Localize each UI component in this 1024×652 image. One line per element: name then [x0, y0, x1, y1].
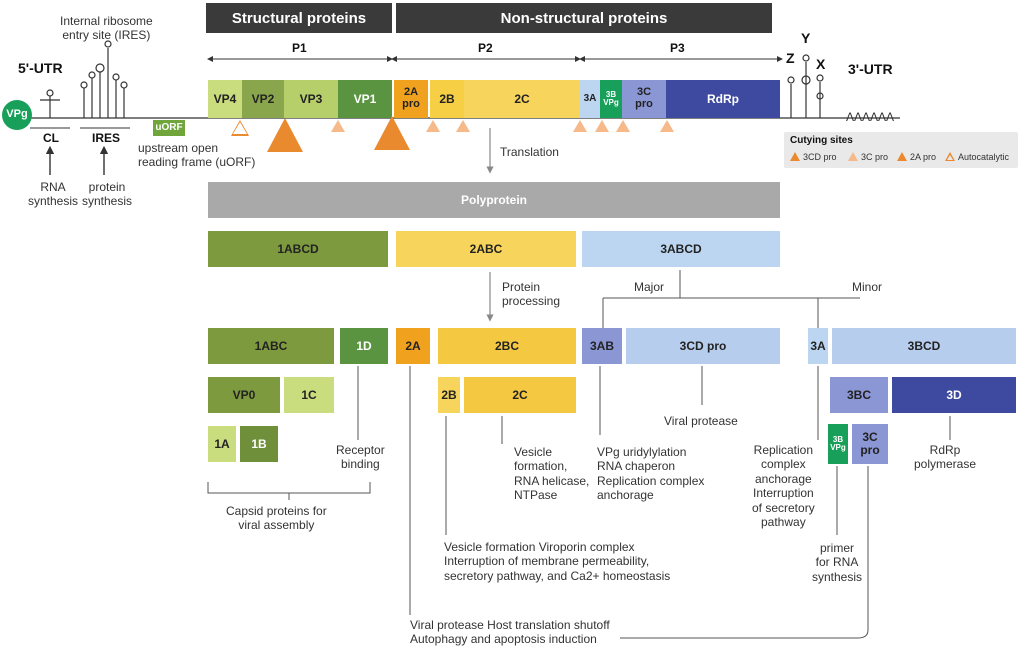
gene-3b-vpg: 3B VPg	[600, 80, 622, 118]
gene-rdrp: RdRp	[666, 80, 780, 118]
product-2a: 2A	[396, 328, 430, 364]
processing-label: Protein processing	[502, 280, 561, 309]
cleavage-autocatalytic-inner	[233, 122, 247, 134]
polyprotein-bar: Polyprotein	[208, 182, 780, 218]
legend-3c-icon	[848, 152, 858, 161]
x-label: X	[816, 56, 826, 72]
product-1d: 1D	[340, 328, 388, 364]
translation-label: Translation	[500, 145, 559, 159]
region-p1: P1	[292, 41, 307, 55]
3cd-function-label: Viral protease	[664, 414, 738, 428]
utr3-label: 3'-UTR	[848, 61, 893, 77]
precursor-1abcd: 1ABCD	[208, 231, 388, 267]
cleavage-3c-icon	[331, 120, 345, 132]
structural-proteins-header: Structural proteins	[206, 3, 392, 33]
product-2b: 2B	[438, 377, 460, 413]
cl-label: CL	[43, 131, 59, 145]
capsid-label: Capsid proteins for viral assembly	[226, 504, 327, 533]
gene-vp2: VP2	[242, 80, 284, 118]
polya-label: AAAAAA	[846, 110, 895, 124]
cleavage-3c-icon	[616, 120, 630, 132]
2a-function-label: Viral protease Host translation shutoff …	[410, 618, 610, 647]
capsid-bracket	[207, 482, 371, 494]
ires-label: Internal ribosome entry site (IRES)	[60, 14, 153, 43]
product-3bc: 3BC	[830, 377, 888, 413]
product-vp0: VP0	[208, 377, 280, 413]
region-p2: P2	[478, 41, 493, 55]
rna-synthesis-label: RNA synthesis	[28, 180, 79, 209]
cleavage-3c-icon	[426, 120, 440, 132]
product-3b-vpg: 3B VPg	[828, 424, 848, 464]
ires-structure-icon	[40, 40, 128, 118]
product-2c: 2C	[464, 377, 576, 413]
3utr-structure-icon	[787, 54, 824, 118]
vpg-node: VPg	[2, 100, 32, 130]
nonstructural-proteins-header: Non-structural proteins	[396, 3, 772, 33]
gene-vp1: VP1	[338, 80, 392, 118]
product-1c: 1C	[284, 377, 334, 413]
gene-vp3: VP3	[284, 80, 338, 118]
product-3bcd: 3BCD	[832, 328, 1016, 364]
product-3a: 3A	[808, 328, 828, 364]
legend-title: Cutying sites	[790, 135, 853, 146]
minor-label: Minor	[852, 280, 883, 294]
product-1a: 1A	[208, 426, 236, 462]
product-3c-pro: 3C pro	[852, 424, 888, 464]
product-3cd-pro: 3CD pro	[626, 328, 780, 364]
precursor-2abc: 2ABC	[396, 231, 576, 267]
legend-2a-icon	[897, 152, 907, 161]
precursor-3abcd: 3ABCD	[582, 231, 780, 267]
2c-function-label: Vesicle formation, RNA helicase, NTPase	[514, 445, 590, 503]
cleavage-2a-icon	[374, 116, 410, 150]
receptor-binding-label: Receptor binding	[336, 443, 385, 472]
product-1abc: 1ABC	[208, 328, 334, 364]
product-3d: 3D	[892, 377, 1016, 413]
gene-2a-pro: 2A pro	[394, 80, 428, 118]
legend-2a: 2A pro	[910, 152, 937, 162]
major-label: Major	[634, 280, 665, 294]
gene-2b: 2B	[430, 80, 464, 118]
3b-function-label: primer for RNA synthesis	[812, 541, 863, 584]
legend-autocatalytic: Autocatalytic	[958, 152, 1010, 162]
major-minor-tree	[602, 270, 860, 328]
3ab-function-label: VPg uridylylation RNA chaperon Replicati…	[597, 445, 705, 503]
y-label: Y	[801, 30, 811, 46]
product-2bc: 2BC	[438, 328, 576, 364]
uorf-box: uORF	[153, 120, 185, 136]
product-3ab: 3AB	[582, 328, 622, 364]
z-label: Z	[786, 50, 795, 66]
gene-2c: 2C	[464, 80, 580, 118]
3d-function-label: RdRp polymerase	[914, 443, 977, 472]
utr5-label: 5'-UTR	[18, 60, 63, 76]
legend-3c: 3C pro	[861, 152, 889, 162]
uorf-desc: upstream open reading frame (uORF)	[138, 141, 256, 170]
gene-3a: 3A	[580, 80, 600, 118]
cleavage-3c-icon	[456, 120, 470, 132]
gene-vp4: VP4	[208, 80, 242, 118]
cleavage-3c-icon	[573, 120, 587, 132]
ires-short-label: IRES	[92, 131, 121, 145]
cleavage-3c-icon	[660, 120, 674, 132]
region-p3: P3	[670, 41, 685, 55]
cleavage-3cd-icon	[267, 118, 303, 152]
product-1b: 1B	[240, 426, 278, 462]
protein-synthesis-label: protein synthesis	[82, 180, 133, 209]
3a-function-label: Replication complex anchorage Interrupti…	[752, 443, 815, 529]
2b-function-label: Vesicle formation Viroporin complex Inte…	[444, 540, 671, 583]
legend-3cd: 3CD pro	[803, 152, 837, 162]
legend-autocatalytic-inner	[947, 155, 953, 160]
legend-3cd-icon	[790, 152, 800, 161]
cutting-sites-legend: Cutying sites 3CD pro 3C pro 2A pro Auto…	[784, 132, 1018, 168]
cleavage-3c-icon	[595, 120, 609, 132]
gene-3c-pro: 3C pro	[622, 80, 666, 118]
